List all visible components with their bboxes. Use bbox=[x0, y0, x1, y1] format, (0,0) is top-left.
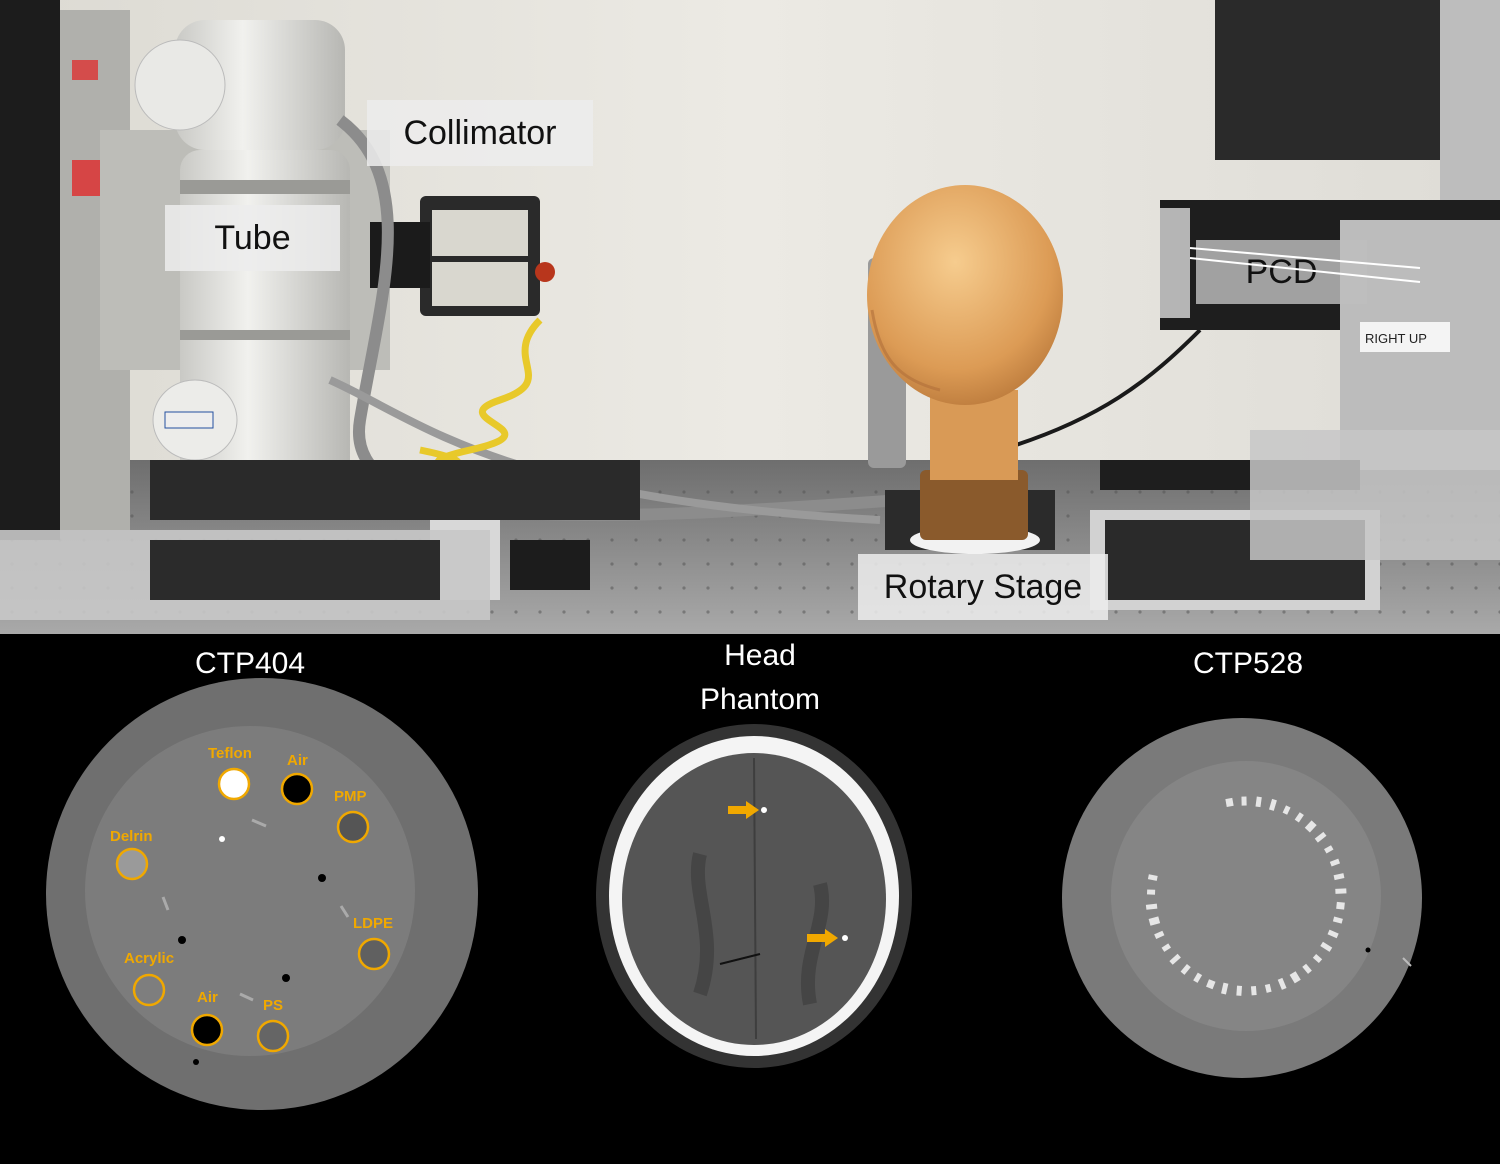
cable-black bbox=[999, 328, 1202, 452]
line-pair-mark bbox=[1312, 954, 1323, 964]
detector-top-panel bbox=[1215, 0, 1445, 160]
arrow-right-icon-2 bbox=[807, 929, 838, 947]
insert-ldpe bbox=[357, 937, 391, 971]
line-pair-mark bbox=[1320, 941, 1333, 952]
lab-photo: RIGHT UP Collimator Tube PCD Rotary Stag… bbox=[0, 0, 1500, 634]
cable-gray-2 bbox=[328, 376, 881, 524]
label-pcd: PCD bbox=[1196, 240, 1367, 304]
label-collimator: Collimator bbox=[367, 100, 593, 166]
line-pair-mark bbox=[1255, 796, 1262, 808]
label-teflon: Teflon bbox=[208, 745, 252, 762]
label-tube: Tube bbox=[165, 205, 340, 271]
line-pair-mark bbox=[1161, 943, 1171, 952]
title-head-phantom: Head Phantom bbox=[640, 634, 880, 722]
title-head-line2: Phantom bbox=[699, 683, 821, 716]
line-pair-mark bbox=[1180, 963, 1191, 975]
ct-slice-graphics bbox=[46, 678, 1422, 1110]
line-pair-mark bbox=[1282, 805, 1291, 815]
insert-air-top bbox=[280, 772, 314, 806]
line-pair-mark bbox=[1146, 889, 1156, 895]
tube-top-knob bbox=[134, 39, 226, 131]
line-pair-mark bbox=[1327, 929, 1339, 939]
line-pair-mark bbox=[1289, 971, 1301, 984]
lab-scene: RIGHT UP bbox=[0, 0, 1500, 634]
right-up-label: RIGHT UP bbox=[1365, 331, 1427, 346]
line-pair-mark bbox=[1250, 985, 1257, 996]
cable-gray bbox=[336, 115, 901, 522]
line-pair-mark bbox=[1264, 983, 1272, 993]
head-collar bbox=[920, 470, 1028, 540]
line-pair-mark bbox=[1302, 963, 1312, 974]
insert-delrin bbox=[115, 847, 149, 881]
line-pair-mark bbox=[1329, 858, 1341, 867]
line-pair-mark bbox=[1333, 873, 1345, 881]
label-acrylic: Acrylic bbox=[124, 950, 175, 967]
insert-pmp bbox=[336, 810, 370, 844]
line-pair-mark bbox=[1241, 796, 1247, 806]
label-delrin: Delrin bbox=[110, 828, 153, 845]
line-pair-mark bbox=[1304, 820, 1317, 833]
line-pair-mark bbox=[1206, 979, 1216, 990]
ctp404-slice bbox=[46, 678, 478, 1110]
line-pair-mark bbox=[1336, 901, 1345, 910]
title-ctp528: CTP528 bbox=[1192, 647, 1304, 680]
label-air-top: Air bbox=[287, 752, 308, 769]
line-pair-mark bbox=[1268, 798, 1277, 811]
line-pair-mark bbox=[1193, 972, 1203, 983]
cable-chain bbox=[150, 460, 640, 520]
line-pair-mark bbox=[1154, 930, 1165, 939]
line-pair-mark bbox=[1332, 916, 1343, 924]
title-ctp404: CTP404 bbox=[194, 647, 306, 680]
line-pair-mark bbox=[1294, 812, 1304, 823]
line-pair-mark bbox=[1145, 903, 1158, 910]
label-ldpe: LDPE bbox=[353, 915, 394, 932]
line-pair-mark bbox=[1221, 982, 1229, 995]
insert-air-bottom bbox=[190, 1013, 224, 1047]
label-rotary-stage: Rotary Stage bbox=[858, 554, 1108, 620]
left-frame bbox=[0, 0, 60, 540]
line-pair-mark bbox=[1148, 916, 1161, 926]
line-pair-mark bbox=[1335, 888, 1347, 894]
ctp528-slice bbox=[1062, 718, 1422, 1078]
line-pair-mark bbox=[1277, 977, 1287, 990]
line-pair-mark bbox=[1169, 953, 1181, 965]
ctp528-dot bbox=[1365, 947, 1371, 953]
label-pmp: PMP bbox=[334, 788, 367, 805]
insert-teflon bbox=[217, 767, 251, 801]
line-pair-mark bbox=[1225, 797, 1234, 807]
line-pair-mark bbox=[1147, 874, 1158, 881]
arrow-right-icon-1 bbox=[728, 801, 759, 819]
tube-top bbox=[175, 20, 345, 150]
head-phantom-slice bbox=[596, 724, 912, 1068]
label-ps: PS bbox=[263, 997, 284, 1014]
line-pair-mark bbox=[1314, 831, 1327, 843]
label-air-bottom: Air bbox=[197, 989, 218, 1006]
insert-acrylic bbox=[132, 973, 166, 1007]
line-pair-mark bbox=[1236, 985, 1243, 996]
insert-ps bbox=[256, 1019, 290, 1053]
ct-slices-panel: CTP404 Head Phantom CTP528 bbox=[0, 634, 1500, 1164]
title-head-line1: Head bbox=[724, 639, 796, 672]
line-pair-mark bbox=[1324, 845, 1334, 854]
head-phantom bbox=[867, 185, 1063, 405]
